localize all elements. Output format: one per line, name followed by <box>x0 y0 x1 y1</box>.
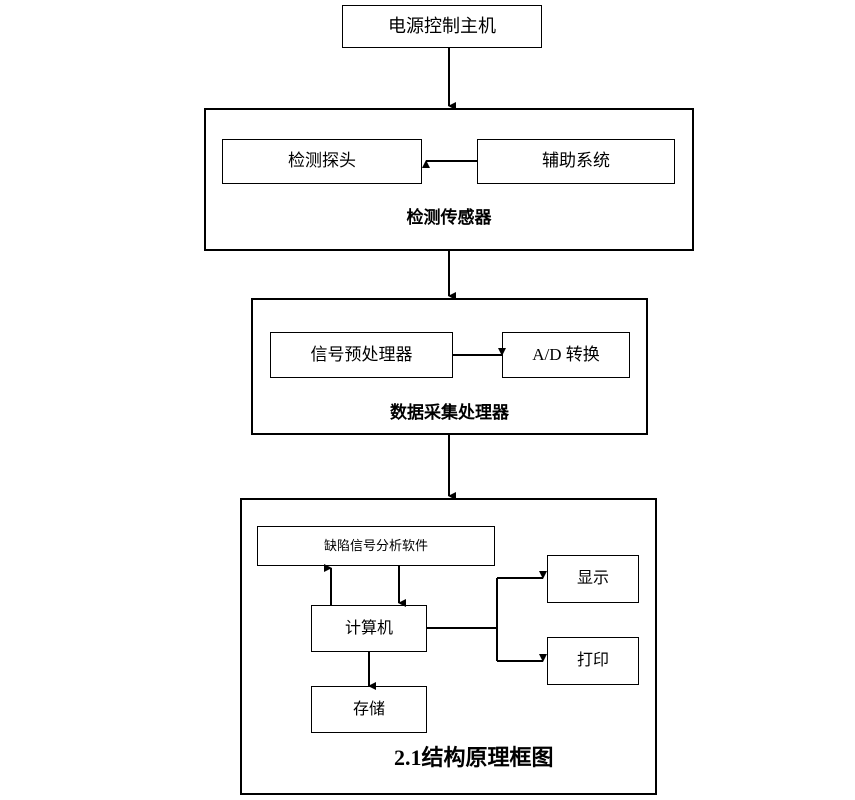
group-data-acquisition-processor <box>251 298 648 435</box>
node-storage[interactable]: 存储 <box>311 686 427 733</box>
node-computer[interactable]: 计算机 <box>311 605 427 652</box>
group-detection-sensor-label: 检测传感器 <box>406 208 492 227</box>
group-detection-sensor <box>204 108 694 251</box>
node-ad-converter[interactable]: A/D 转换 <box>502 332 630 378</box>
group-analysis-output <box>240 498 657 795</box>
node-signal-preprocessor[interactable]: 信号预处理器 <box>270 332 453 378</box>
node-power-control-host-label: 电源控制主机 <box>388 15 496 36</box>
node-computer-label: 计算机 <box>344 619 393 637</box>
node-display-label: 显示 <box>576 570 609 588</box>
node-defect-signal-analysis-software[interactable]: 缺陷信号分析软件 <box>257 526 495 566</box>
node-display[interactable]: 显示 <box>547 555 639 603</box>
node-auxiliary-system[interactable]: 辅助系统 <box>477 139 675 184</box>
node-storage-label: 存储 <box>352 700 385 718</box>
node-auxiliary-system-label: 辅助系统 <box>542 151 610 171</box>
node-print[interactable]: 打印 <box>547 637 639 685</box>
node-print-label: 打印 <box>576 652 609 670</box>
node-power-control-host[interactable]: 电源控制主机 <box>342 5 542 48</box>
group-data-acquisition-processor-label: 数据采集处理器 <box>390 403 509 422</box>
node-signal-preprocessor-label: 信号预处理器 <box>310 344 413 364</box>
node-defect-signal-analysis-software-label: 缺陷信号分析软件 <box>323 537 428 553</box>
node-ad-converter-label: A/D 转换 <box>532 344 600 364</box>
node-detection-probe-label: 检测探头 <box>288 151 356 171</box>
diagram-caption: 2.1结构原理框图 <box>394 745 554 770</box>
node-detection-probe[interactable]: 检测探头 <box>222 139 422 184</box>
